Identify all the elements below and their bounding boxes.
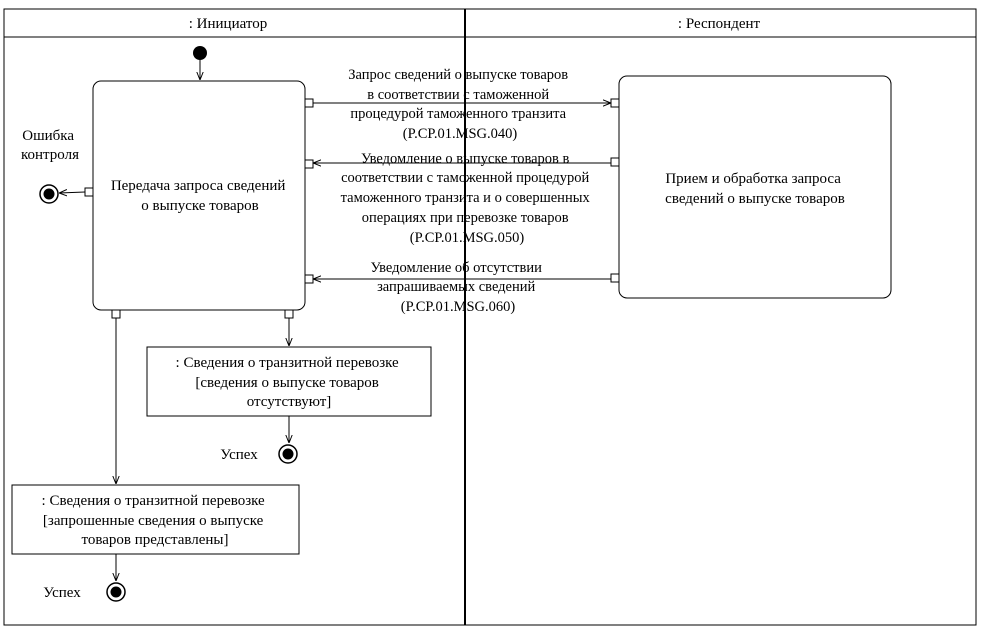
final-node-error [39, 184, 59, 204]
object-node-provided [11, 484, 300, 555]
success-label-provided: Успех [43, 585, 81, 601]
object-node-absent-label: : Сведения о транзитной перевозке [сведе… [176, 355, 403, 410]
error-flow-arrow [59, 192, 86, 193]
initial-node [193, 46, 207, 60]
initiator-activity-label: Передача запроса сведений о выпуске това… [111, 178, 289, 214]
initiator-activity-node [92, 80, 306, 311]
final-node-success-provided [106, 582, 126, 602]
message-label-060: Уведомление об отсутствии запрашиваемых … [370, 260, 545, 315]
object-node-absent [146, 346, 432, 417]
pins [84, 98, 620, 319]
object-node-provided-label: : Сведения о транзитной перевозке [запро… [42, 493, 269, 548]
final-node-success-absent [278, 444, 298, 464]
swimlane-frame [3, 8, 977, 626]
message-label-040: Запрос сведений о выпуске товаров в соот… [348, 67, 571, 142]
respondent-activity-label: Прием и обработка запроса сведений о вып… [665, 171, 845, 207]
message-label-050: Уведомление о выпуске товаров в соответс… [341, 151, 594, 246]
swimlane-initiator-title: : Инициатор [189, 16, 268, 32]
swimlane-respondent-title: : Респондент [678, 16, 761, 32]
error-label: Ошибка контроля [21, 128, 79, 163]
success-label-absent: Успех [220, 447, 258, 463]
respondent-activity-node [618, 75, 892, 299]
